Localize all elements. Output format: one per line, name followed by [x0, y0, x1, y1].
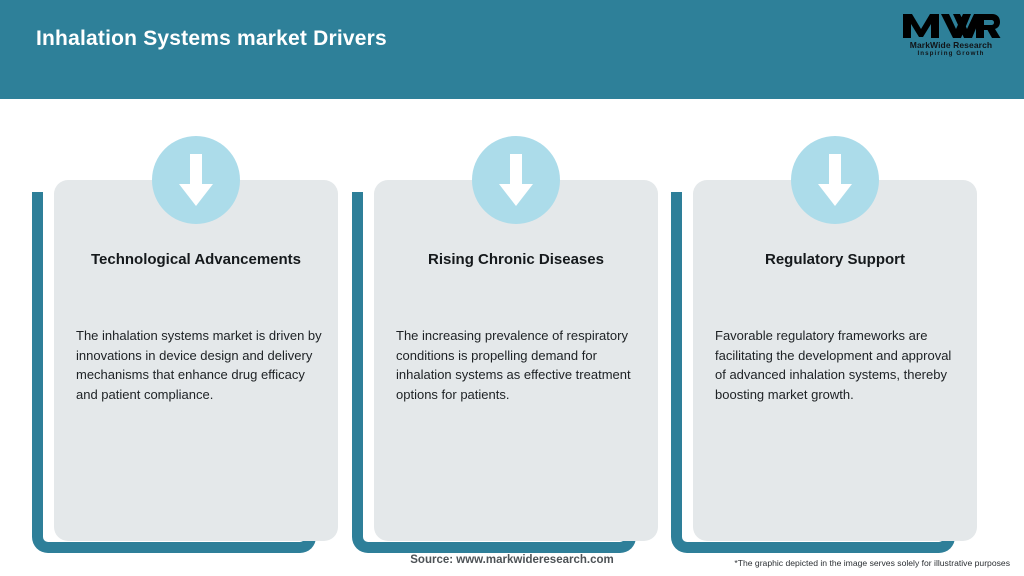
- source-label: Source: www.markwideresearch.com: [410, 554, 614, 566]
- driver-card-2[interactable]: Rising Chronic Diseases The increasing p…: [352, 136, 658, 553]
- arrow-down-icon: [791, 136, 879, 224]
- arrow-down-glyph: [818, 154, 852, 206]
- driver-card-1[interactable]: Technological Advancements The inhalatio…: [32, 136, 338, 553]
- card-panel: Regulatory Support Favorable regulatory …: [693, 136, 977, 541]
- header-band: Inhalation Systems market Drivers MarkWi…: [0, 0, 1024, 99]
- brand-logo: MarkWide Research Inspiring Growth: [896, 11, 1006, 63]
- card-title: Regulatory Support: [764, 251, 905, 268]
- logo-name: MarkWide Research: [909, 40, 993, 50]
- card-title: Technological Advancements: [90, 251, 302, 268]
- card-body-text: Favorable regulatory frameworks are faci…: [715, 328, 952, 402]
- arrow-down-icon: [472, 136, 560, 224]
- card-panel: Technological Advancements The inhalatio…: [54, 136, 338, 541]
- card-title: Rising Chronic Diseases: [428, 251, 604, 268]
- disclaimer-note: *The graphic depicted in the image serve…: [734, 558, 1010, 568]
- arrow-down-glyph: [179, 154, 213, 206]
- mwr-logo-icon: [903, 14, 1001, 38]
- logo-tagline: Inspiring Growth: [917, 50, 985, 57]
- arrow-down-icon: [152, 136, 240, 224]
- page-title: Inhalation Systems market Drivers: [36, 27, 387, 50]
- arrow-down-glyph: [499, 154, 533, 206]
- card-body-text: The inhalation systems market is driven …: [76, 328, 322, 402]
- card-body-text: The increasing prevalence of respiratory…: [396, 328, 631, 402]
- driver-card-3[interactable]: Regulatory Support Favorable regulatory …: [671, 136, 977, 553]
- card-panel: Rising Chronic Diseases The increasing p…: [374, 136, 658, 541]
